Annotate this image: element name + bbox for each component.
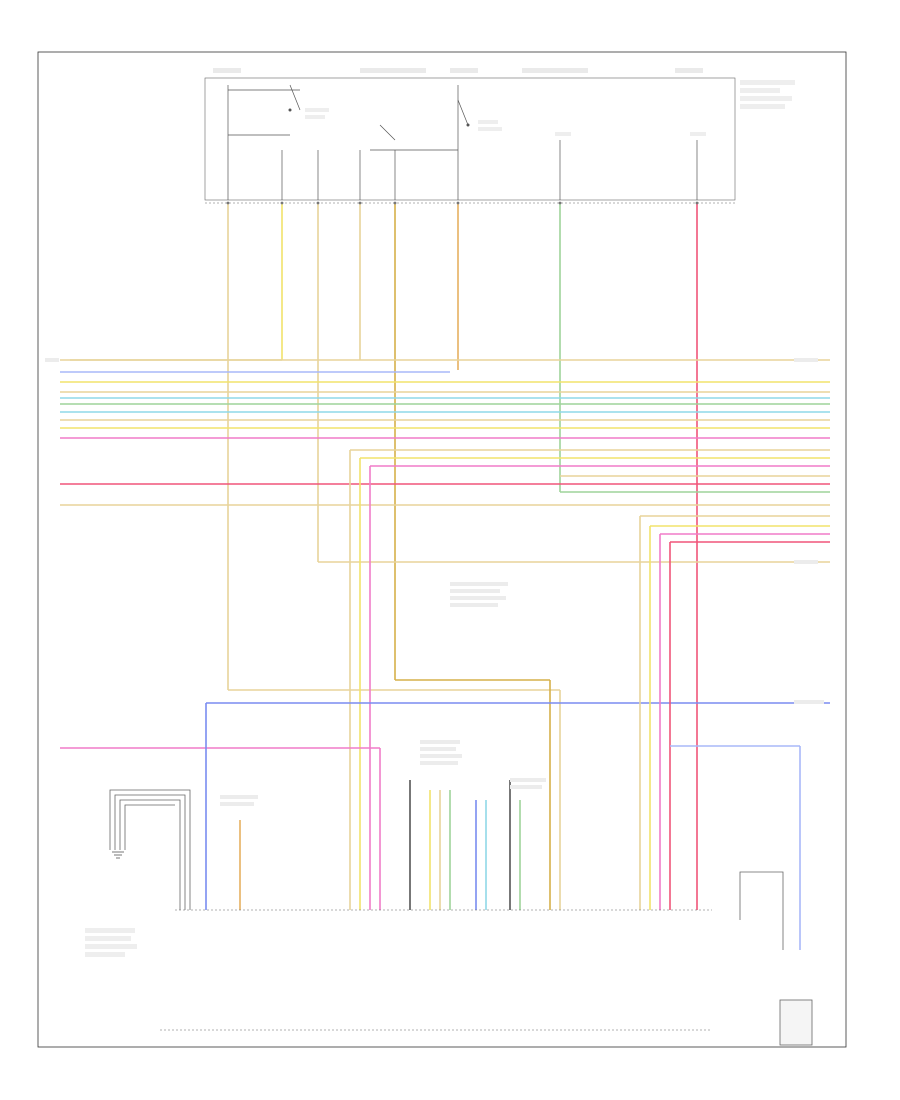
horizontal-bus-wires [60, 359, 830, 563]
ground-icon [112, 851, 124, 859]
top-vertical-wires [70, 203, 698, 910]
top-power-module [204, 68, 795, 204]
right-sensor-group [739, 871, 813, 1046]
left-ground-harness [109, 789, 191, 910]
lower-vertical-wires [60, 450, 830, 950]
connector-pin-icon [226, 201, 699, 205]
label-blocks [45, 358, 824, 806]
control-module [85, 909, 712, 1031]
diagram-frame [37, 51, 847, 1048]
switch-icon [288, 108, 470, 127]
